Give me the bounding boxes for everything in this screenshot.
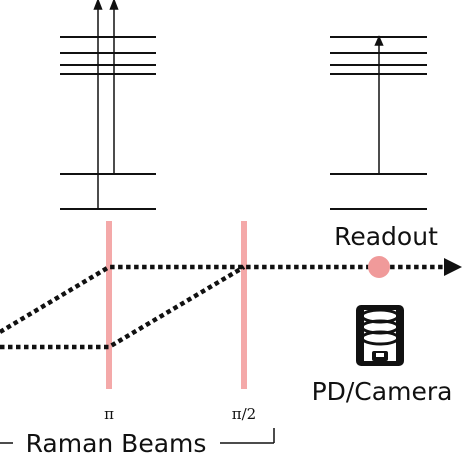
detector-label: PD/Camera [312, 377, 453, 406]
readout-label: Readout [334, 222, 438, 251]
arrowhead-icon [374, 35, 384, 46]
transition-arrow-right [374, 35, 384, 174]
atom-cloud [368, 256, 390, 278]
pulse-pi-half-label: π/2 [232, 405, 256, 423]
energy-levels-left [60, 36, 156, 210]
pulse-pi-label: π [104, 405, 114, 423]
arrowhead-icon [109, 0, 119, 10]
lower-trajectory [0, 265, 246, 350]
atom-trajectories [0, 264, 444, 350]
transition-arrows-left [93, 0, 119, 209]
trajectory-arrowhead-icon [444, 258, 462, 276]
raman-beam-pi [106, 221, 112, 389]
raman-beams-bracket [0, 428, 275, 444]
arrowhead-icon [93, 0, 103, 10]
raman-beams-label: Raman Beams [26, 429, 207, 458]
camera-icon [356, 305, 404, 366]
upper-trajectory [0, 264, 444, 334]
raman-beam-pi-half [241, 221, 247, 389]
